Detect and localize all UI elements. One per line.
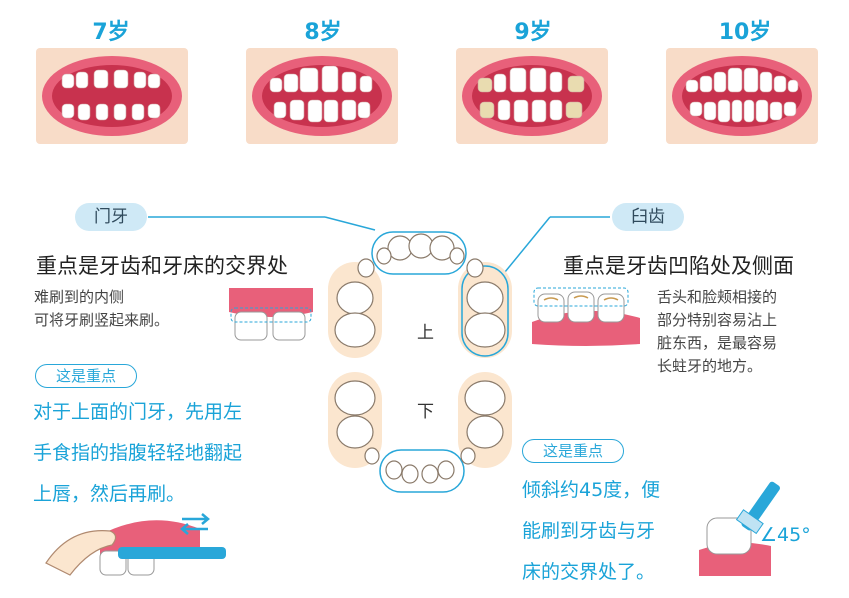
lower-arch-label: 下 [417,402,434,422]
incisor-tip-line: 手食指的指腹轻轻地翻起 [33,442,243,464]
molar-tip-line: 能刷到牙齿与牙 [522,520,656,542]
incisor-tag: 门牙 [75,203,147,231]
incisor-tip-line: 上唇，然后再刷。 [33,483,186,505]
molar-description-line: 部分特别容易沾上 [657,311,778,329]
mouth-illustration-8 [246,48,398,144]
molar-tag: 臼齿 [612,203,684,231]
molar-description: 舌头和脸颊相接的 部分特别容易沾上 脏东西，是最容易 长蛀牙的地方。 [657,286,777,378]
age-label-7: 7岁 [92,20,130,45]
incisor-heading: 重点是牙齿和牙床的交界处 [36,254,288,278]
molar-description-line: 长蛀牙的地方。 [657,357,763,375]
age-label-8: 8岁 [304,20,342,45]
molar-tip: 倾斜约45度，便 能刷到牙齿与牙 床的交界处了。 [522,470,660,593]
incisor-description: 难刷到的内侧 可将牙刷竖起来刷。 [34,286,169,332]
molar-tip-line: 倾斜约45度，便 [522,479,661,501]
molar-description-line: 脏东西，是最容易 [657,334,778,352]
incisor-inner-brushing-illustration [229,288,313,341]
molar-tip-line: 床的交界处了。 [522,561,656,583]
molar-heading: 重点是牙齿凹陷处及侧面 [563,254,794,278]
incisor-tip: 对于上面的门牙，先用左 手食指的指腹轻轻地翻起 上唇，然后再刷。 [33,392,242,515]
angle-value: 45° [777,524,811,546]
incisor-tip-line: 对于上面的门牙，先用左 [33,401,243,423]
finger-lifting-lip-illustration [45,513,226,576]
molar-groove-illustration [532,287,640,346]
angle-icon: ∠ [760,524,778,546]
age-label-9: 9岁 [514,20,552,45]
molar-description-line: 舌头和脸颊相接的 [657,288,778,306]
angled-toothbrush-illustration [699,481,780,576]
upper-arch-label: 上 [417,323,434,343]
mouth-illustration-7 [36,48,188,144]
dental-arch-diagram [148,216,610,493]
incisor-description-line: 可将牙刷竖起来刷。 [34,311,170,329]
incisor-key-point-badge: 这是重点 [35,364,137,388]
mouth-illustration-10 [666,48,818,144]
mouth-illustration-9 [456,48,608,144]
molar-key-point-badge: 这是重点 [522,439,624,463]
angle-label: ∠45° [760,524,811,546]
incisor-description-line: 难刷到的内侧 [34,288,125,306]
age-label-10: 10岁 [718,20,772,45]
